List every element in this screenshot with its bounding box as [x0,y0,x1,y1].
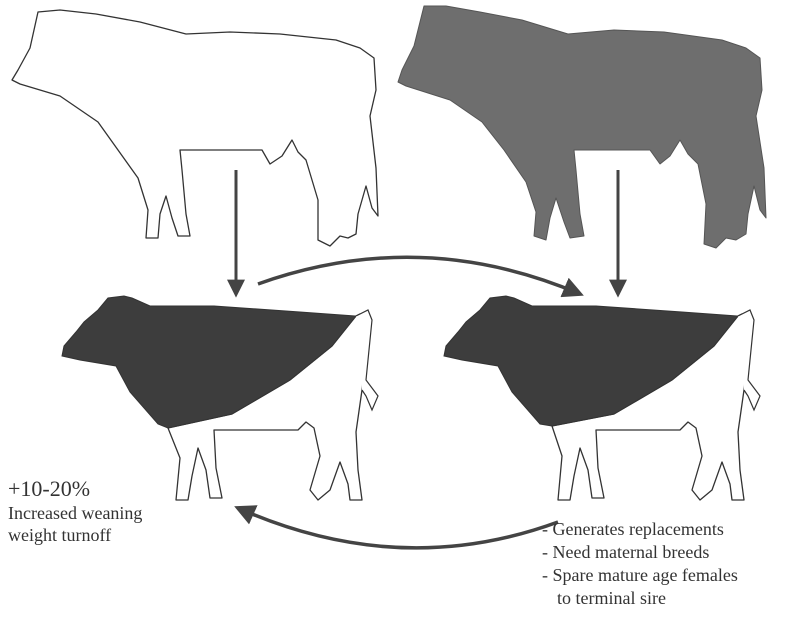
result-line-1: Increased weaning [8,502,142,524]
grey-bull-icon [398,6,766,248]
percent-increase: +10-20% [8,476,142,502]
arrow-curve-top [258,257,580,294]
cow-left-icon [62,296,378,500]
arrow-curve-bottom [238,508,558,548]
note-replacements: - Generates replacements [542,518,738,541]
cow-right-icon [444,296,760,500]
note-terminal-sire: to terminal sire [542,587,738,610]
note-maternal: - Need maternal breeds [542,541,738,564]
result-line-2: weight turnoff [8,524,142,546]
right-notes-list: - Generates replacements - Need maternal… [542,518,738,610]
outline-bull-icon [12,10,378,246]
left-result-label: +10-20% Increased weaning weight turnoff [8,476,142,546]
note-spare-females: - Spare mature age females [542,564,738,587]
